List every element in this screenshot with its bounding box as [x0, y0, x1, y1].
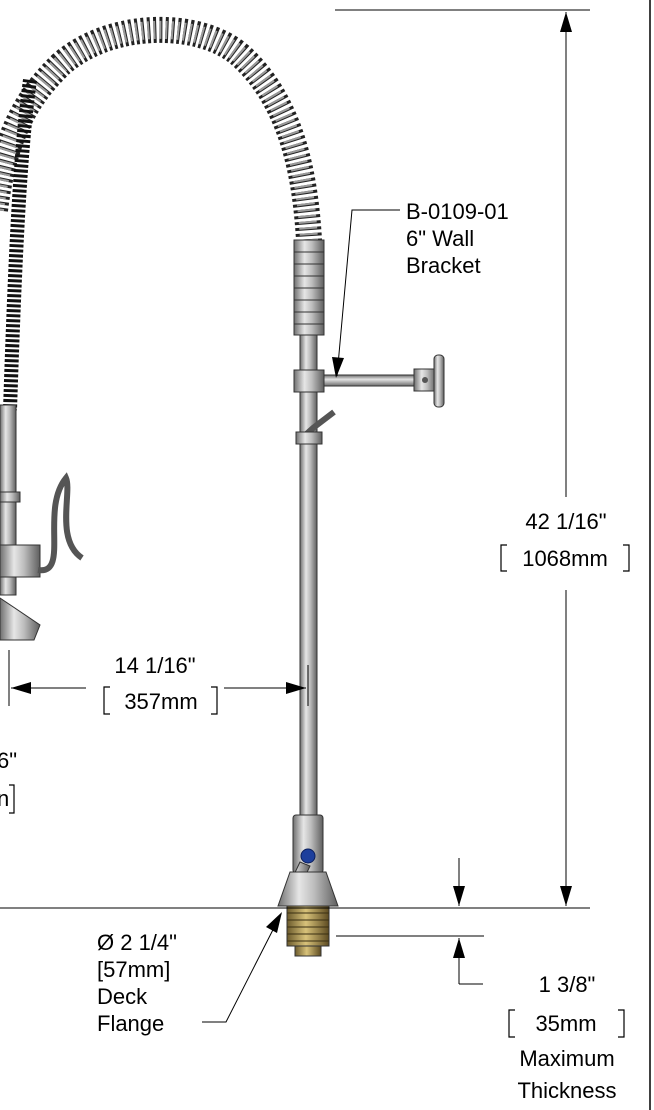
thickness-caption-line1: Maximum [519, 1046, 614, 1071]
bracket-arm [323, 374, 421, 387]
spray-valve-handle [37, 472, 84, 574]
partial-left-metric-label: n [0, 786, 9, 811]
threaded-shank [286, 905, 330, 947]
deck-flange [277, 871, 339, 907]
bracket-desc-line1: 6" Wall [406, 226, 474, 251]
pre-rinse-faucet-illustration [0, 16, 445, 957]
reach-dimension: 14 1/16" 357mm [8, 650, 309, 715]
valve-handle-knob [300, 848, 316, 864]
height-dimension: 42 1/16" 1068mm [0, 9, 630, 909]
flange-desc-line2: Flange [97, 1011, 164, 1036]
thickness-caption-line2: Thickness [517, 1078, 616, 1103]
height-imperial-label: 42 1/16" [525, 509, 606, 534]
thickness-imperial-label: 1 3/8" [539, 972, 596, 997]
bracket-collar [293, 369, 325, 393]
flange-metric-label: [57mm] [97, 957, 170, 982]
flange-desc-line1: Deck [97, 984, 148, 1009]
valve-body [292, 814, 324, 874]
reach-metric-label: 357mm [124, 689, 197, 714]
flange-diameter-label: Ø 2 1/4" [97, 930, 177, 955]
partial-left-imperial-label: 6" [0, 748, 17, 773]
bracket-desc-line2: Bracket [406, 253, 481, 278]
riser-pipe [299, 334, 318, 821]
partial-left-dimension: 6" n [0, 748, 17, 814]
reach-imperial-label: 14 1/16" [114, 653, 195, 678]
wall-flange [433, 354, 445, 408]
spray-hose [3, 79, 37, 411]
thickness-metric-label: 35mm [535, 1011, 596, 1036]
height-metric-label: 1068mm [522, 546, 608, 571]
thickness-dimension: 1 3/8" 35mm Maximum Thickness [336, 858, 625, 1103]
spring-coil [0, 20, 318, 241]
bracket-callout: B-0109-01 6" Wall Bracket [332, 199, 509, 378]
flange-callout: Ø 2 1/4" [57mm] Deck Flange [97, 912, 282, 1036]
bracket-part-number: B-0109-01 [406, 199, 509, 224]
